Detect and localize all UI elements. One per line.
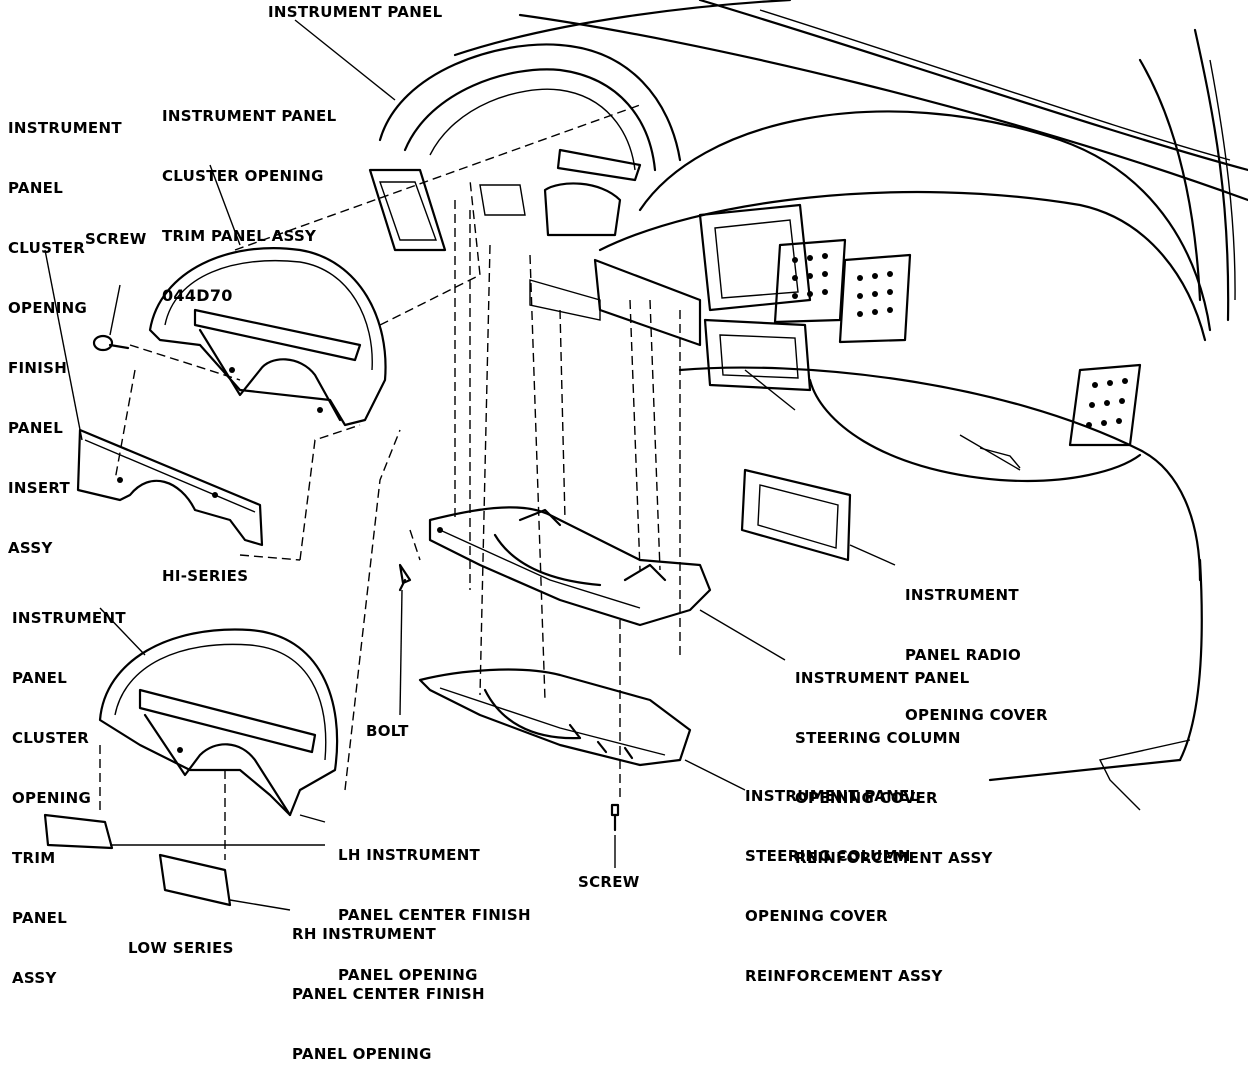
lh-center-finish-panel-shape	[43, 813, 114, 850]
label-cluster-opening-finish-insert: INSTRUMENT PANEL CLUSTER OPENING FINISH …	[8, 119, 122, 557]
label-screw-bottom: SCREW	[578, 873, 640, 891]
explode-lines	[99, 104, 681, 860]
rh-center-finish-panel-shape	[158, 853, 232, 907]
label-steering-cover-reinforcement-2: INSTRUMENT PANEL STEERING COLUMN OPENING…	[745, 787, 943, 985]
radio-opening-cover-shape	[740, 468, 852, 562]
screw-top-shape	[92, 334, 130, 352]
label-hi-series: HI-SERIES	[162, 567, 249, 585]
steering-cover-reinforcement-1-shape	[428, 506, 712, 627]
screw-bottom-shape	[610, 803, 620, 832]
label-cluster-opening-trim-assy-low: INSTRUMENT PANEL CLUSTER OPENING TRIM PA…	[12, 609, 126, 987]
finish-panel-insert-shape	[76, 428, 264, 547]
dashboard-assembly	[368, 0, 1248, 811]
diagram-artwork	[43, 0, 1248, 911]
low-series-trim-panel-shape	[98, 628, 339, 817]
label-rh-center-finish-panel-opening: RH INSTRUMENT PANEL CENTER FINISH PANEL …	[292, 925, 485, 1063]
label-steering-cover-reinforcement-1: INSTRUMENT PANEL STEERING COLUMN OPENING…	[795, 669, 993, 867]
hi-series-trim-panel-shape	[148, 247, 387, 427]
label-cluster-opening-trim-assy-top: INSTRUMENT PANEL CLUSTER OPENING TRIM PA…	[162, 107, 337, 305]
label-instrument-panel: INSTRUMENT PANEL	[268, 3, 443, 21]
label-screw-top: SCREW	[85, 230, 147, 248]
steering-cover-reinforcement-2-shape	[418, 668, 692, 767]
label-low-series: LOW SERIES	[128, 939, 234, 957]
leader-lines	[44, 19, 896, 911]
exploded-view-diagram: INSTRUMENT PANEL INSTRUMENT PANEL CLUSTE…	[8, 0, 1248, 1063]
bolt-shape	[398, 563, 412, 592]
label-radio-opening-cover: INSTRUMENT PANEL RADIO OPENING COVER	[905, 586, 1048, 724]
label-bolt: BOLT	[366, 722, 409, 740]
